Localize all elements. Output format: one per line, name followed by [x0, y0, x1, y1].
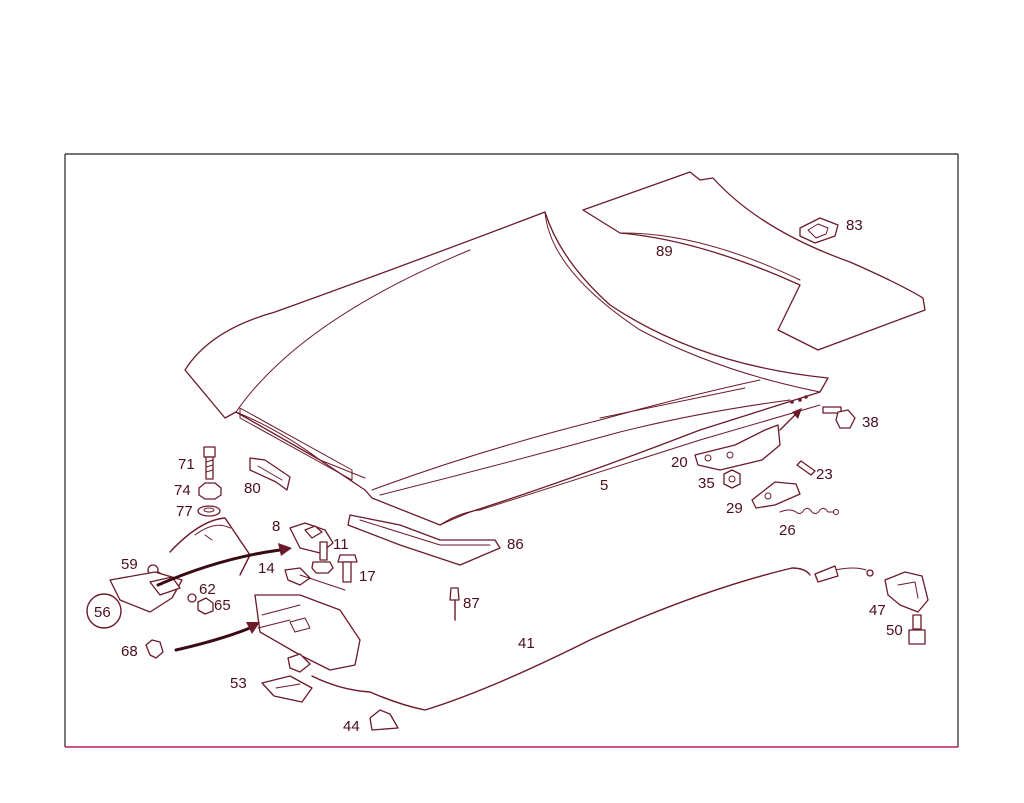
part-83-clip[interactable]: [799, 217, 839, 244]
label-23: 23: [816, 466, 833, 483]
part-89-insulation-mat[interactable]: [582, 171, 926, 351]
part-77-washer[interactable]: [197, 505, 221, 517]
label-20: 20: [671, 454, 688, 471]
label-17: 17: [359, 568, 376, 585]
label-53: 53: [230, 675, 247, 692]
label-62: 62: [199, 581, 216, 598]
part-65-nut[interactable]: [197, 597, 214, 615]
label-44: 44: [343, 718, 360, 735]
label-74: 74: [174, 482, 191, 499]
label-86: 86: [507, 536, 524, 553]
label-26: 26: [779, 522, 796, 539]
label-59: 59: [121, 556, 138, 573]
part-50-screw[interactable]: [908, 614, 926, 645]
label-80: 80: [244, 480, 261, 497]
part-23-pin[interactable]: [796, 460, 816, 476]
label-87: 87: [463, 595, 480, 612]
label-5: 5: [600, 477, 608, 494]
part-74-nut[interactable]: [198, 482, 222, 500]
part-20-hinge[interactable]: [694, 424, 781, 471]
label-89: 89: [656, 243, 673, 260]
part-14-clamp[interactable]: [284, 567, 346, 591]
part-26-spring[interactable]: [779, 507, 839, 515]
part-71-bolt[interactable]: [203, 446, 216, 480]
part-44-clip[interactable]: [369, 709, 399, 731]
label-50: 50: [886, 622, 903, 639]
part-68-clip[interactable]: [145, 639, 164, 659]
part-29-bracket[interactable]: [751, 481, 801, 509]
part-labels: 89 83 38 20 23 5 35 29 26 71 74 77 80 8 …: [94, 217, 903, 735]
label-83: 83: [846, 217, 863, 234]
label-14: 14: [258, 560, 275, 577]
label-8: 8: [272, 518, 280, 535]
label-56: 56: [94, 604, 111, 621]
part-53-holder[interactable]: [261, 653, 313, 703]
label-38: 38: [862, 414, 879, 431]
diagram-frame: [64, 153, 959, 748]
part-35-nut[interactable]: [723, 469, 741, 489]
part-11-bolt[interactable]: [311, 541, 334, 574]
label-71: 71: [178, 456, 195, 473]
part-62-washer[interactable]: [187, 593, 197, 603]
part-41-cable[interactable]: [311, 565, 874, 711]
label-11: 11: [333, 536, 349, 553]
label-77: 77: [176, 503, 193, 520]
part-5-hood[interactable]: [184, 211, 829, 526]
assembly-arrows: [156, 408, 802, 652]
part-38-bolt[interactable]: [822, 406, 856, 429]
part-87-plug[interactable]: [449, 587, 460, 621]
label-35: 35: [698, 475, 715, 492]
label-47: 47: [869, 602, 886, 619]
part-47-handle[interactable]: [884, 571, 929, 613]
part-17-bolt[interactable]: [337, 554, 358, 583]
label-41: 41: [518, 635, 535, 652]
part-80-bracket[interactable]: [249, 457, 291, 491]
lock-carrier-panel: [169, 517, 361, 671]
part-86-strip[interactable]: [347, 514, 501, 566]
label-65: 65: [214, 597, 231, 614]
label-29: 29: [726, 500, 743, 517]
label-68: 68: [121, 643, 138, 660]
